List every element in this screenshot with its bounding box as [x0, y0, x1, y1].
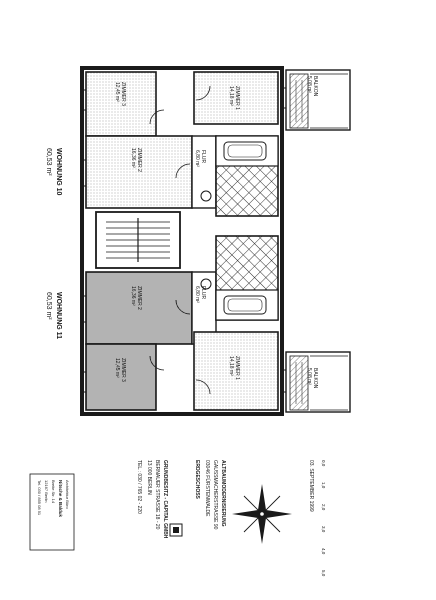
room-zimmer-1-top	[193, 71, 279, 125]
owner-line: TEL.: 030 / 765 02 - 220	[136, 460, 142, 514]
scale-mark: 2,0	[321, 504, 326, 511]
room-label: ZIMMER 2	[136, 148, 142, 172]
balcony-top	[285, 69, 351, 131]
unit-10-area: 60,53 m²	[45, 148, 52, 176]
room-area: 6,80 m²	[194, 150, 200, 167]
room-zimmer-2-bottom	[85, 271, 193, 345]
room-label: FLUR	[200, 286, 206, 300]
room-label: ZIMMER 3	[120, 82, 126, 106]
room-label: ZIMMER 2	[136, 286, 142, 310]
scale-mark: 3,0	[321, 526, 326, 533]
toilet-bottom	[200, 278, 212, 290]
project-line: ALTBAUMODERNISIERUNG	[220, 460, 226, 527]
stair-treads	[106, 218, 170, 262]
balcony-bottom	[285, 351, 351, 413]
project-line: GAUSSMACHERSTRASSE 90	[212, 460, 218, 530]
bathtub-bottom	[223, 295, 267, 315]
scale-mark: 4,0	[321, 548, 326, 555]
room-area: 14,18 m²	[228, 86, 234, 106]
owner-line: GRUNDBESITZ - CAPITAL GMBH	[162, 460, 168, 539]
room-label: ZIMMER 1	[234, 86, 240, 110]
stamp-line: Architektur Büro	[65, 480, 70, 509]
room-area: 5,08 m²	[306, 76, 312, 93]
room-label: ZIMMER 1	[234, 356, 240, 380]
stamp-line: 12167 Berlin	[44, 480, 49, 503]
scale-mark: 0,0	[321, 460, 326, 467]
bathtub-top	[223, 141, 267, 161]
project-line: 03046 FÜRSTENWALDE	[204, 460, 210, 517]
room-area: 6,80 m²	[194, 286, 200, 303]
owner-logo	[169, 523, 183, 537]
stamp-line: Nitsche & Balduk	[58, 480, 63, 518]
plan-date: 03. SEPTEMBER 1999	[308, 460, 314, 512]
room-label: FLUR	[200, 150, 206, 164]
room-area: 12,45 m²	[114, 358, 120, 378]
owner-line: 13 000 BERLIN	[146, 460, 152, 495]
room-label: BALKON	[312, 76, 318, 97]
door-swings	[149, 85, 211, 395]
room-area: 16,36 m²	[130, 148, 136, 168]
stamp-line: Breite Str. 14	[51, 480, 56, 504]
architect-stamp	[29, 473, 75, 551]
floor-label: ERDGESCHOSS	[194, 460, 200, 499]
room-area: 14,18 m²	[228, 356, 234, 376]
unit-11-area: 60,53 m²	[45, 292, 52, 320]
compass-rose	[232, 484, 292, 544]
room-zimmer-1-bottom	[193, 331, 279, 411]
exterior-wall	[80, 66, 284, 416]
scale-mark: 5,0	[321, 570, 326, 577]
unit-11-name: WOHNUNG 11	[55, 292, 62, 340]
owner-line: BERNAUER STRASSE 18 - 20	[154, 460, 160, 530]
toilet-top	[200, 190, 212, 202]
stamp-line: Tel. 030 / 855 08 51	[37, 480, 42, 516]
scale-mark: 1,0	[321, 482, 326, 489]
room-area: 16,36 m²	[130, 286, 136, 306]
room-label: ZIMMER 3	[120, 358, 126, 382]
room-zimmer-2-top	[85, 135, 193, 209]
unit-10-name: WOHNUNG 10	[55, 148, 62, 196]
room-area: 5,08 m²	[306, 368, 312, 385]
room-label: BALKON	[312, 368, 318, 389]
room-area: 12,45 m²	[114, 82, 120, 102]
room-zimmer-3-bottom	[85, 343, 157, 411]
windows	[82, 87, 286, 393]
